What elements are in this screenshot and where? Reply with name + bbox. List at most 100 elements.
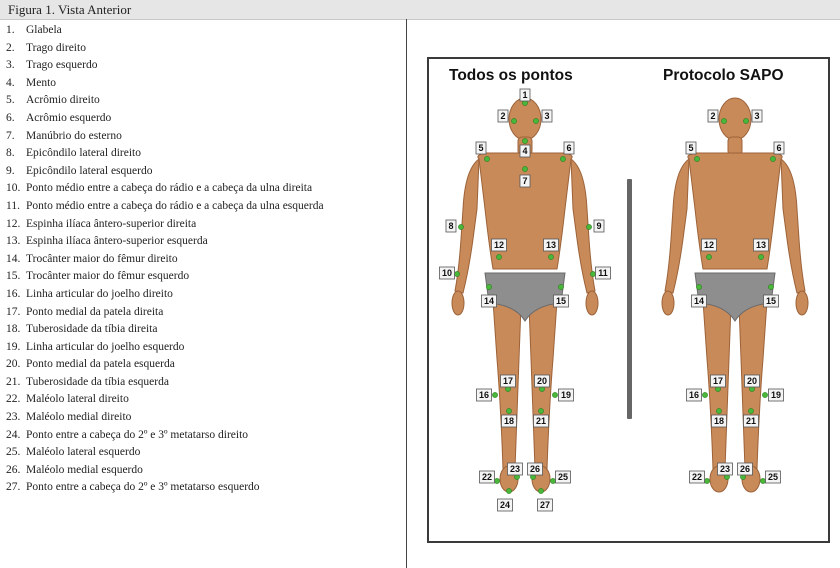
landmark-marker-number: 12 (704, 240, 714, 250)
landmark-marker-label: 20 (745, 375, 760, 387)
landmark-marker-number: 5 (688, 143, 693, 153)
landmark-marker-number: 9 (596, 221, 601, 231)
left-arm (781, 159, 805, 293)
landmark-label: Tuberosidade da tíbia direita (26, 321, 402, 339)
landmark-dot (494, 478, 499, 483)
landmark-number: 13. (6, 233, 26, 251)
landmark-number: 12. (6, 216, 26, 234)
landmark-dot (696, 284, 701, 289)
landmark-marker-label: 13 (544, 239, 559, 251)
landmark-marker-number: 2 (710, 111, 715, 121)
landmark-marker: 8 (446, 220, 464, 232)
landmark-item: 5.Acrômio direito (6, 92, 402, 110)
landmark-dot (590, 271, 595, 276)
landmark-number: 5. (6, 92, 26, 110)
landmark-label: Maléolo lateral direito (26, 391, 402, 409)
landmark-item: 19.Linha articular do joelho esquerdo (6, 339, 402, 357)
right-hand (452, 291, 464, 315)
landmark-dot (522, 166, 527, 171)
landmark-marker-label: 23 (508, 463, 523, 475)
landmark-dot (560, 156, 565, 161)
landmark-dot (511, 118, 516, 123)
panel-divider-bar (627, 179, 632, 419)
landmark-item: 21.Tuberosidade da tíbia esquerda (6, 374, 402, 392)
landmark-number: 3. (6, 57, 26, 75)
landmark-marker: 16 (687, 389, 708, 401)
landmark-label: Ponto médio entre a cabeça do rádio e a … (26, 198, 402, 216)
landmark-dot (743, 118, 748, 123)
landmark-marker-number: 22 (692, 472, 702, 482)
landmark-dot (586, 224, 591, 229)
landmark-item: 20.Ponto medial da patela esquerda (6, 356, 402, 374)
landmark-marker: 25 (550, 471, 570, 484)
landmark-marker-number: 22 (482, 472, 492, 482)
landmark-number: 6. (6, 110, 26, 128)
landmark-marker-number: 13 (756, 240, 766, 250)
landmark-item: 17.Ponto medial da patela direita (6, 304, 402, 322)
landmark-dot (538, 488, 543, 493)
landmark-marker-number: 19 (771, 390, 781, 400)
landmark-marker-number: 24 (500, 500, 510, 510)
body-silhouette-left: 1234567891011121314151617181920212223242… (440, 89, 611, 511)
landmark-item: 13.Espinha ilíaca ântero-superior esquer… (6, 233, 402, 251)
landmark-label: Trocânter maior do fêmur esquerdo (26, 268, 402, 286)
landmark-number: 26. (6, 462, 26, 480)
landmark-marker-number: 18 (714, 416, 724, 426)
landmark-marker-number: 3 (754, 111, 759, 121)
landmark-label: Linha articular do joelho esquerdo (26, 339, 402, 357)
landmark-marker-number: 23 (720, 464, 730, 474)
landmark-marker-number: 2 (500, 111, 505, 121)
landmark-marker-label: 11 (596, 267, 611, 279)
landmark-number: 8. (6, 145, 26, 163)
landmark-item: 3.Trago esquerdo (6, 57, 402, 75)
landmark-dot (716, 408, 721, 413)
landmark-marker-number: 14 (484, 296, 494, 306)
landmark-marker-label: 8 (446, 220, 456, 232)
landmark-label: Espinha ilíaca ântero-superior direita (26, 216, 402, 234)
landmark-marker-number: 15 (556, 296, 566, 306)
landmark-marker-number: 10 (442, 268, 452, 278)
landmark-marker: 10 (440, 267, 460, 279)
landmark-number: 10. (6, 180, 26, 198)
landmark-item: 2.Trago direito (6, 40, 402, 58)
landmark-item: 16.Linha articular do joelho direito (6, 286, 402, 304)
landmark-dot (694, 156, 699, 161)
neck (728, 137, 742, 155)
landmark-label: Ponto entre a cabeça do 2º e 3º metatars… (26, 427, 402, 445)
landmark-marker-label: 21 (534, 415, 549, 427)
landmark-marker-label: 9 (594, 220, 604, 232)
landmark-marker-number: 27 (540, 500, 550, 510)
landmark-dot (533, 118, 538, 123)
landmark-label: Ponto medial da patela direita (26, 304, 402, 322)
landmark-marker-label: 10 (440, 267, 455, 279)
landmark-dot (760, 478, 765, 483)
landmark-dot (552, 392, 557, 397)
landmark-number: 21. (6, 374, 26, 392)
landmark-dot (492, 392, 497, 397)
landmark-marker-number: 15 (766, 296, 776, 306)
landmark-marker-label: 16 (477, 389, 492, 401)
landmark-label: Espinha ilíaca ântero-superior esquerda (26, 233, 402, 251)
landmark-item: 7.Manúbrio do esterno (6, 128, 402, 146)
landmark-number: 22. (6, 391, 26, 409)
column-divider (406, 19, 407, 568)
landmark-marker-number: 12 (494, 240, 504, 250)
landmark-marker-label: 19 (559, 389, 574, 401)
landmark-marker-label: 5 (476, 142, 486, 154)
landmark-item: 14.Trocânter maior do fêmur direito (6, 251, 402, 269)
landmark-marker: 22 (480, 471, 500, 484)
landmark-dot (702, 392, 707, 397)
landmark-dot (454, 271, 459, 276)
landmark-marker-label: 12 (492, 239, 507, 251)
landmark-number: 25. (6, 444, 26, 462)
landmark-item: 24.Ponto entre a cabeça do 2º e 3º metat… (6, 427, 402, 445)
landmark-marker: 24 (498, 488, 513, 511)
landmark-item: 1.Glabela (6, 22, 402, 40)
landmark-marker-label: 4 (520, 145, 530, 157)
landmark-marker: 11 (590, 267, 610, 279)
left-hand (586, 291, 598, 315)
landmark-marker-number: 21 (536, 416, 546, 426)
landmark-marker-label: 18 (712, 415, 727, 427)
landmark-marker-label: 16 (687, 389, 702, 401)
landmark-marker-number: 26 (740, 464, 750, 474)
